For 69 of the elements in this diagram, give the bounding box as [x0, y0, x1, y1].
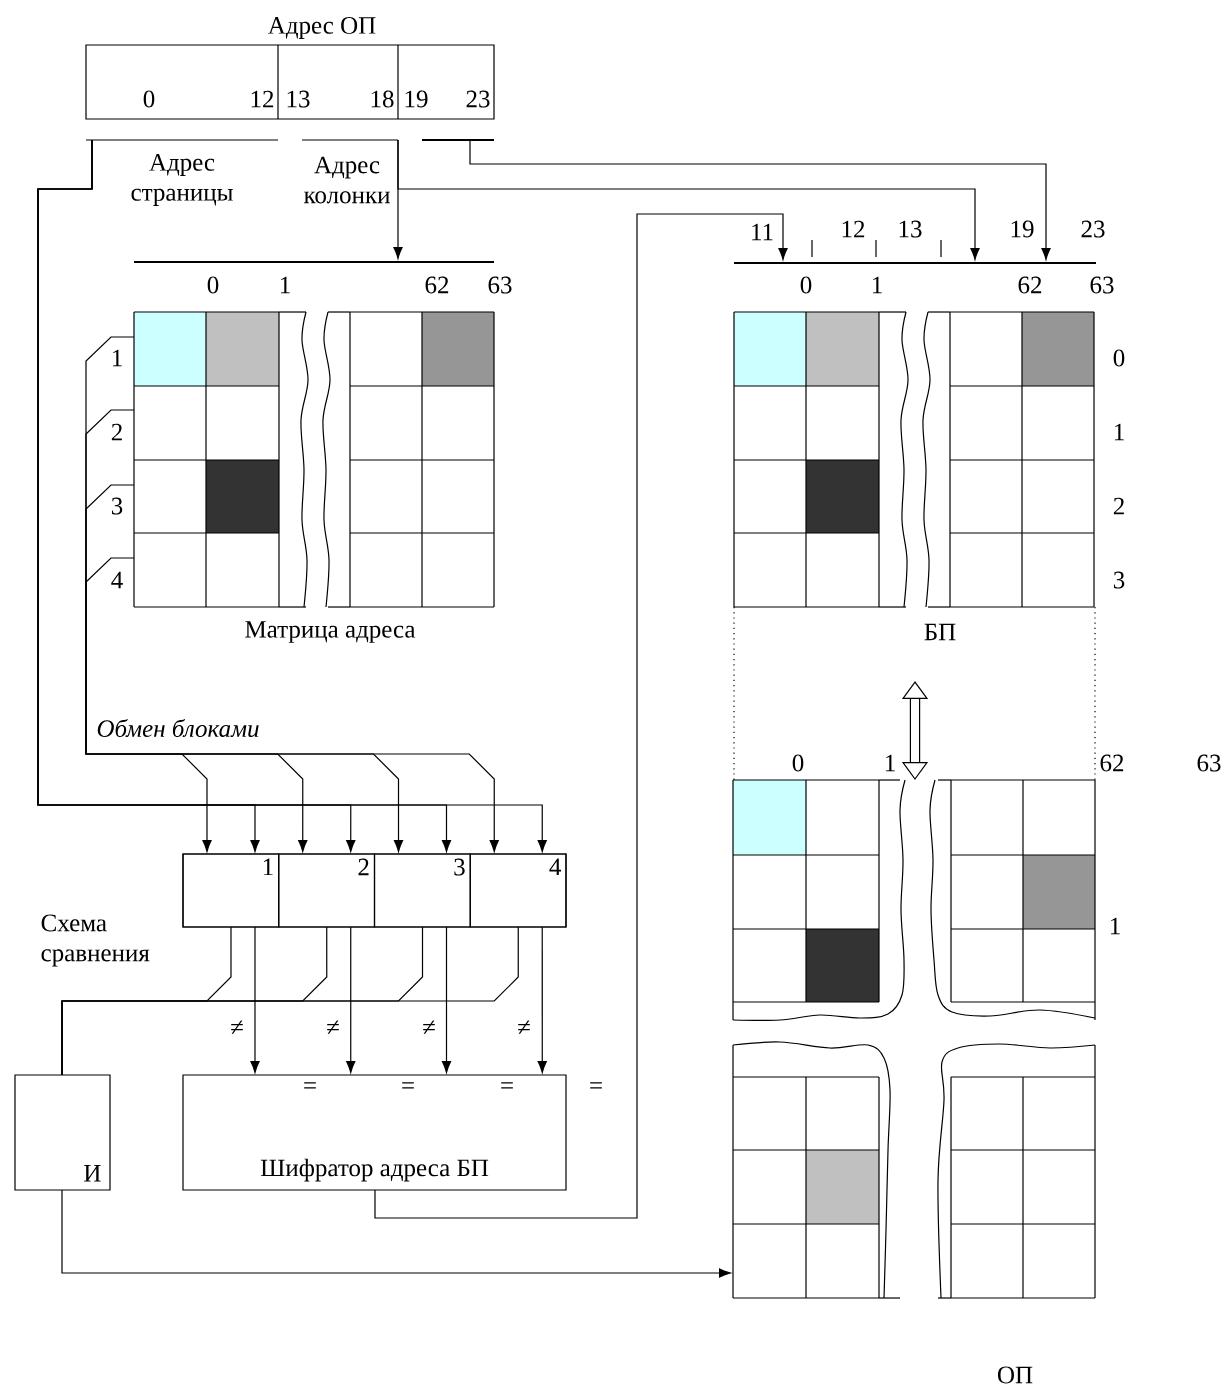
bit-number: 12: [251, 90, 274, 108]
equals-sign: =: [590, 1082, 602, 1089]
block-label: Матрица адреса: [245, 621, 416, 643]
arrow: [441, 926, 452, 1073]
bit-number: 11: [752, 223, 773, 241]
arrow: [85, 484, 404, 852]
comparator-cell: 4: [469, 853, 567, 928]
block-label: БП: [924, 623, 956, 641]
double-arrow: [901, 681, 929, 780]
column-number: 63: [1090, 276, 1114, 294]
bit-number: 18: [371, 90, 394, 108]
column-number: 1: [885, 754, 895, 772]
column-number: 0: [792, 754, 804, 772]
arrow: [37, 139, 547, 852]
bit-number: 0: [143, 90, 155, 108]
row-number: 3: [1113, 571, 1125, 589]
bit-number: 23: [1081, 220, 1105, 238]
row-number: 1: [1114, 423, 1124, 441]
arrow: [374, 213, 788, 1219]
arrow: [85, 409, 308, 852]
arrow: [250, 926, 260, 1073]
equals-sign: =: [501, 1082, 513, 1089]
row-number: 2: [111, 423, 122, 441]
bit-number: 13: [899, 220, 922, 238]
equals-sign: =: [304, 1082, 316, 1089]
column-number: 62: [1018, 276, 1042, 294]
arrow: [85, 336, 212, 852]
arrow: [537, 926, 547, 1073]
comparator-cell: 3: [373, 853, 471, 928]
edge-label: ≠: [228, 1018, 246, 1038]
gate-box: И: [14, 1074, 111, 1191]
bit-number: 23: [466, 90, 490, 108]
bit-number: 13: [287, 90, 310, 108]
connector-line: [61, 926, 519, 1076]
field-label: Адрес страницы: [131, 154, 233, 206]
row-number: 2: [1113, 497, 1124, 515]
column-number: 0: [207, 276, 219, 294]
column-number: 63: [1197, 754, 1221, 772]
comparator-cell: 2: [278, 853, 376, 928]
arrow: [85, 557, 499, 852]
note: Обмен блоками: [97, 718, 259, 738]
field-label: Адрес колонки: [304, 156, 390, 204]
column-number: 63: [488, 276, 512, 294]
bit-number: 19: [405, 90, 428, 108]
equals-sign: =: [402, 1082, 414, 1089]
bracket-line: [422, 139, 494, 141]
arrow: [61, 1189, 731, 1278]
arrow: [397, 139, 980, 261]
row-number: 1: [1110, 917, 1120, 935]
row-number: 4: [111, 571, 123, 589]
row-number: 0: [1113, 349, 1125, 367]
column-number: 1: [280, 276, 290, 294]
arrow: [469, 140, 1051, 261]
column-number: 0: [800, 276, 812, 294]
row-number: 3: [111, 497, 123, 515]
bit-number: 12: [842, 220, 865, 238]
comparator-cell: 1: [182, 853, 280, 928]
edge-label: ≠: [324, 1018, 342, 1038]
edge-label: ≠: [420, 1018, 438, 1038]
bit-number: 19: [1011, 220, 1034, 238]
heading: Адрес ОП: [268, 17, 376, 39]
row-number: 1: [112, 349, 122, 367]
arrow: [346, 926, 356, 1073]
edge-label: ≠: [515, 1018, 533, 1038]
column-number: 62: [1100, 754, 1124, 772]
block-label: ОП: [998, 1366, 1033, 1384]
column-number: 62: [425, 276, 449, 294]
column-number: 1: [872, 276, 882, 294]
block-label: Схема сравнения: [41, 914, 150, 967]
